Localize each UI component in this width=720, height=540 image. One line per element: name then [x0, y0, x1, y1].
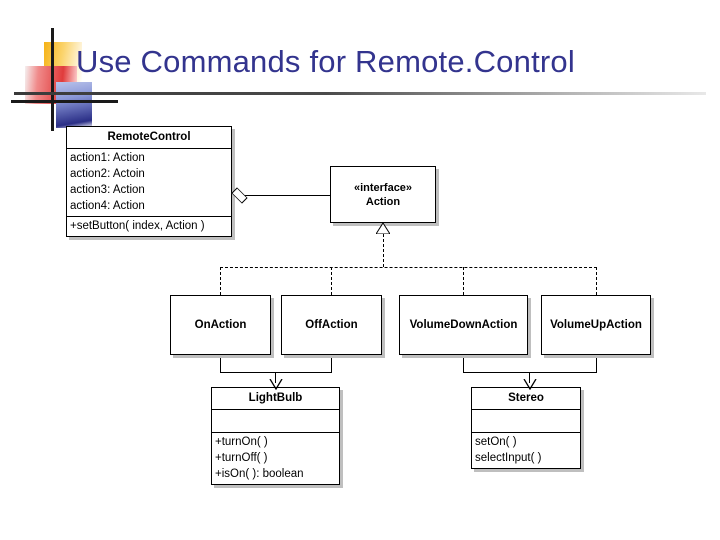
class-operations-remote-control: +setButton( index, Action )	[67, 216, 231, 236]
operation-item: +turnOff( )	[215, 452, 268, 464]
corner-decoration	[0, 0, 130, 131]
association-drop-light-bulb	[275, 372, 276, 383]
realization-drop-off-action	[331, 267, 332, 295]
operation-item: +isOn( ): boolean	[215, 468, 304, 480]
association-stem-off-action	[331, 355, 332, 372]
class-box-light-bulb[interactable]: LightBulb +turnOn( ) +turnOff( ) +isOn( …	[211, 387, 340, 485]
realization-stem	[383, 234, 384, 267]
association-stem-volume-down	[463, 355, 464, 372]
operation-item: +setButton( index, Action )	[70, 220, 205, 232]
realization-drop-volume-down	[463, 267, 464, 295]
realization-drop-volume-up	[596, 267, 597, 295]
class-name-stereo: Stereo	[508, 392, 544, 404]
attribute-item: action3: Action	[70, 184, 145, 196]
interface-label-block: «interface» Action	[354, 181, 412, 209]
horizontal-rule-icon	[11, 100, 118, 103]
class-name-remote-control: RemoteControl	[107, 131, 191, 143]
attribute-item: action4: Action	[70, 200, 145, 212]
association-drop-stereo	[529, 372, 530, 383]
class-box-volume-up-action[interactable]: VolumeUpAction	[541, 295, 651, 355]
class-box-volume-down-action[interactable]: VolumeDownAction	[399, 295, 528, 355]
operation-item: selectInput( )	[475, 452, 542, 464]
class-name-volume-up-action: VolumeUpAction	[550, 318, 642, 331]
aggregation-line	[244, 195, 330, 196]
class-operations-stereo: setOn( ) selectInput( )	[472, 432, 580, 468]
association-bus-light-bulb	[220, 372, 332, 373]
class-box-on-action[interactable]: OnAction	[170, 295, 271, 355]
class-attributes-light-bulb	[212, 409, 339, 432]
attribute-item: action2: Actoin	[70, 168, 145, 180]
aggregation-diamond-icon	[231, 187, 248, 204]
attribute-item: action1: Action	[70, 152, 145, 164]
operation-item: setOn( )	[475, 436, 517, 448]
association-arrowhead-light-bulb	[269, 379, 283, 390]
title-underline	[14, 92, 706, 95]
realization-triangle-icon	[376, 223, 390, 234]
association-stem-on-action	[220, 355, 221, 372]
class-box-action-interface[interactable]: «interface» Action	[330, 166, 436, 223]
page-title: Use Commands for Remote.Control	[76, 44, 575, 79]
class-name-volume-down-action: VolumeDownAction	[409, 318, 518, 331]
vertical-rule-icon	[51, 28, 54, 131]
class-name-off-action: OffAction	[305, 318, 358, 331]
blue-square-icon	[56, 82, 92, 128]
class-attributes-remote-control: action1: Action action2: Actoin action3:…	[67, 148, 231, 216]
association-bus-stereo	[463, 372, 597, 373]
class-box-stereo[interactable]: Stereo setOn( ) selectInput( )	[471, 387, 581, 469]
association-stem-volume-up	[596, 355, 597, 372]
operation-item: +turnOn( )	[215, 436, 268, 448]
class-name-on-action: OnAction	[194, 318, 247, 331]
class-name-action: Action	[365, 195, 401, 208]
class-name-light-bulb: LightBulb	[248, 392, 303, 404]
association-arrowhead-stereo	[523, 379, 537, 390]
realization-drop-on-action	[220, 267, 221, 295]
class-box-remote-control[interactable]: RemoteControl action1: Action action2: A…	[66, 126, 232, 237]
realization-bus	[220, 267, 597, 268]
class-operations-light-bulb: +turnOn( ) +turnOff( ) +isOn( ): boolean	[212, 432, 339, 484]
class-box-off-action[interactable]: OffAction	[281, 295, 382, 355]
class-attributes-stereo	[472, 409, 580, 432]
stereotype-label: «interface»	[353, 181, 413, 194]
